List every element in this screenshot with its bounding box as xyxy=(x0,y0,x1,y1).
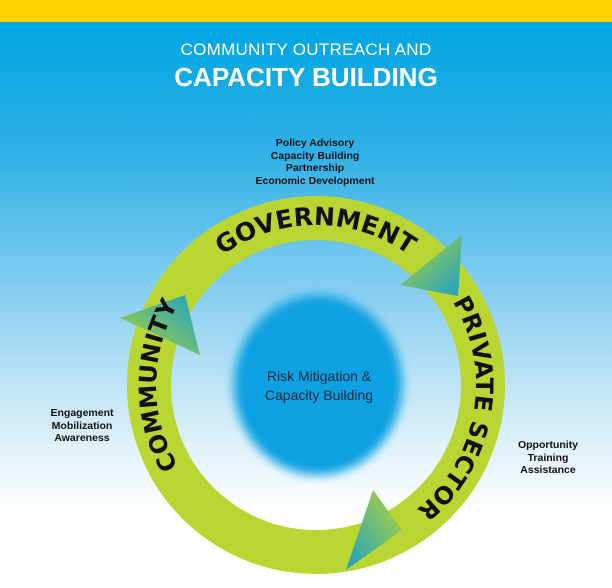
title-line-2: CAPACITY BUILDING xyxy=(174,62,438,92)
list-item: Mobilization xyxy=(51,419,113,432)
list-item: Opportunity xyxy=(517,439,579,451)
top-accent-bar xyxy=(0,0,612,22)
government-items: Policy Advisory Capacity Building Partne… xyxy=(240,137,390,187)
list-item: Assistance xyxy=(520,464,576,476)
list-item: Training xyxy=(527,451,569,464)
center-text-line-1: Risk Mitigation & xyxy=(267,368,372,384)
list-item: Partnership xyxy=(285,162,345,174)
list-item: Policy Advisory xyxy=(275,137,355,149)
title-line-1: COMMUNITY OUTREACH AND xyxy=(180,40,432,59)
list-item: Engagement xyxy=(50,407,114,419)
list-item: Capacity Building xyxy=(270,149,360,162)
arrow-to-community-icon xyxy=(346,490,402,570)
private-sector-items: Opportunity Training Assistance xyxy=(503,439,593,477)
list-item: Economic Development xyxy=(255,174,375,187)
arrow-to-private-sector-icon xyxy=(400,235,462,296)
arrow-to-government-icon xyxy=(120,295,200,355)
community-items: Engagement Mobilization Awareness xyxy=(37,407,127,445)
center-circle xyxy=(234,295,402,475)
cycle-ring xyxy=(127,196,505,574)
center-text-line-2: Capacity Building xyxy=(265,387,373,403)
list-item: Awareness xyxy=(54,432,110,444)
